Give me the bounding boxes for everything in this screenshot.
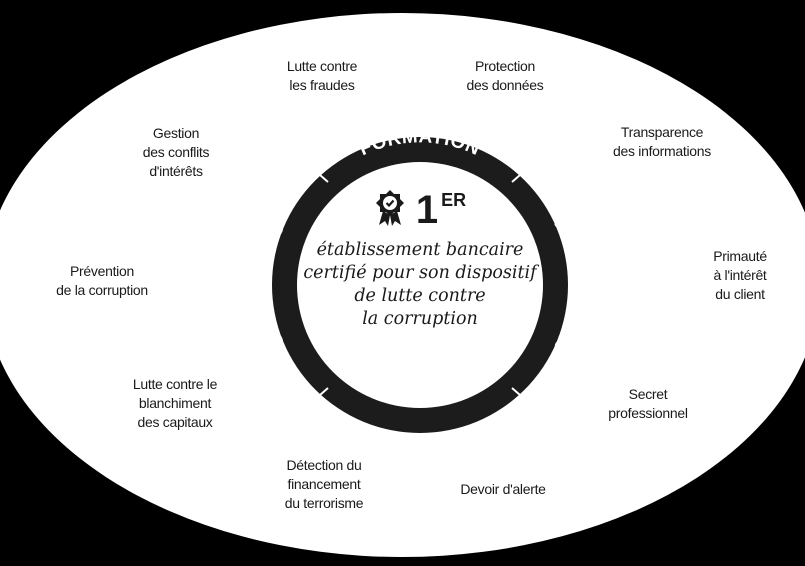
ring-divider-top-right — [511, 167, 529, 183]
inner-circle — [297, 162, 543, 408]
topic-devoir-alerte: Devoir d'alerte — [460, 481, 546, 497]
topic-secret-professionnel: Secret professionnel — [608, 386, 688, 421]
topic-financement-terrorisme: Détection du financement du terrorisme — [284, 457, 364, 511]
ring-divider-bottom-left — [311, 387, 329, 403]
topic-prevention-corruption: Prévention de la corruption — [56, 263, 148, 298]
award-badge-icon — [374, 189, 406, 232]
topic-conflits-interets: Gestion des conflits d'intérêts — [142, 125, 210, 179]
topic-blanchiment: Lutte contre le blanchiment des capitaux — [132, 376, 218, 430]
ring-divider-top-left — [311, 167, 329, 183]
center-description: établissement bancaire certifié pour son… — [303, 240, 537, 329]
topic-lutte-fraudes: Lutte contre les fraudes — [286, 58, 358, 93]
topic-transparence: Transparence des informations — [613, 124, 711, 159]
rank-suffix: ER — [441, 190, 467, 210]
topic-protection-donnees: Protection des données — [466, 58, 544, 93]
ring-divider-bottom-right — [511, 387, 529, 403]
topic-primaute-client: Primauté à l'intérêt du client — [713, 248, 767, 302]
